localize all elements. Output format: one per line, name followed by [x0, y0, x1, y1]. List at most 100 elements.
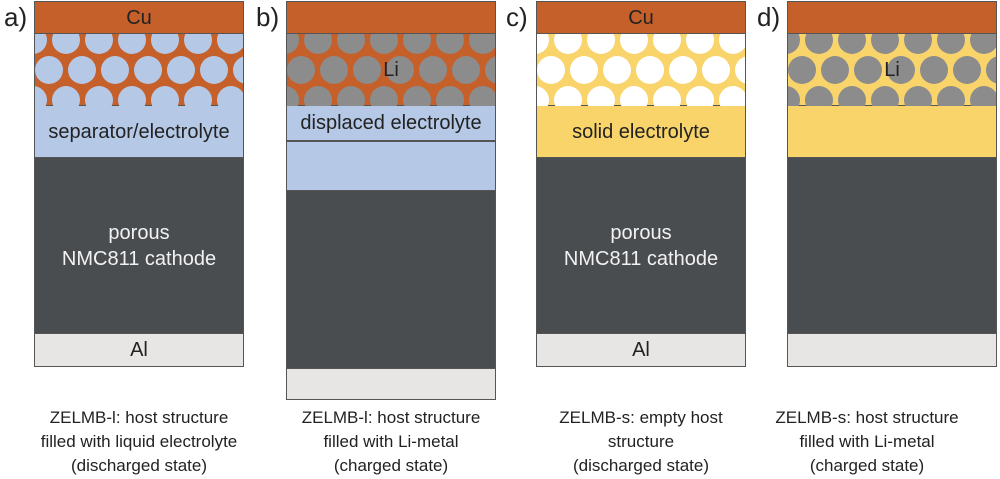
pore — [184, 34, 212, 54]
host-structure: Li — [286, 34, 496, 106]
cathode-layer: porous NMC811 cathode — [34, 158, 244, 334]
panel-b-letter: b) — [256, 2, 280, 32]
pore — [419, 56, 447, 84]
pore — [304, 34, 332, 54]
pore — [653, 86, 681, 106]
panel-c-letter: c) — [506, 2, 528, 32]
solid-electrolyte-layer — [787, 106, 997, 158]
pore — [554, 34, 582, 54]
pore — [452, 56, 480, 84]
host-label: Li — [383, 58, 399, 81]
pore — [68, 56, 96, 84]
pore — [719, 34, 745, 54]
pore — [669, 56, 697, 84]
pore — [217, 34, 243, 54]
al-current-collector — [787, 334, 997, 367]
pore — [838, 34, 866, 54]
caption-line: (charged state) — [333, 456, 449, 475]
pore — [871, 86, 899, 106]
pore — [686, 34, 714, 54]
pore — [287, 34, 299, 54]
electrolyte-label: solid electrolyte — [572, 120, 710, 143]
cu-current-collector — [286, 1, 496, 34]
cathode-layer: porous NMC811 cathode — [536, 158, 746, 334]
panel-a-caption: ZELMB-l: host structure filled with liqu… — [14, 406, 264, 478]
pore — [838, 86, 866, 106]
caption-line: ZELMB-l: host structure — [301, 408, 481, 427]
pore — [52, 34, 80, 54]
pore — [337, 86, 365, 106]
caption-line: (discharged state) — [572, 456, 710, 475]
pore — [587, 34, 615, 54]
pore — [537, 34, 549, 54]
caption-line: filled with liquid electrolyte — [40, 432, 238, 451]
pore — [353, 56, 381, 84]
pore — [788, 34, 800, 54]
caption-line: filled with Li-metal — [323, 432, 459, 451]
separator-electrolyte-layer: separator/electrolyte — [34, 106, 244, 158]
pore — [233, 56, 243, 84]
pore — [151, 34, 179, 54]
pore — [287, 86, 299, 106]
pore — [788, 56, 816, 84]
pore — [118, 86, 146, 106]
pore — [85, 86, 113, 106]
panel-b-caption: ZELMB-l: host structure filled with Li-m… — [266, 406, 516, 478]
pore — [854, 56, 882, 84]
pore — [370, 86, 398, 106]
al-label: Al — [130, 339, 148, 361]
pore — [337, 34, 365, 54]
pore-pattern — [788, 34, 996, 106]
host-structure — [34, 34, 244, 106]
cu-current-collector: Cu — [34, 1, 244, 34]
caption-line: (charged state) — [809, 456, 925, 475]
pore — [287, 56, 315, 84]
pore — [134, 56, 162, 84]
cu-label: Cu — [126, 6, 152, 29]
caption-line: structure — [607, 432, 675, 451]
pore — [735, 56, 745, 84]
pore — [887, 56, 915, 84]
electrolyte-label: separator/electrolyte — [48, 120, 230, 143]
host-structure — [536, 34, 746, 106]
pore — [469, 86, 495, 106]
pore — [636, 56, 664, 84]
electrolyte-layer — [286, 141, 496, 191]
pore — [101, 56, 129, 84]
displaced-electrolyte-layer: displaced electrolyte — [286, 106, 496, 141]
pore — [702, 56, 730, 84]
pore-pattern — [287, 34, 495, 106]
pore — [436, 34, 464, 54]
pore — [200, 56, 228, 84]
caption-line: (discharged state) — [70, 456, 208, 475]
al-current-collector: Al — [34, 334, 244, 367]
pore — [871, 34, 899, 54]
pore — [167, 56, 195, 84]
pore — [686, 86, 714, 106]
caption-line: ZELMB-s: host structure — [775, 408, 959, 427]
pore — [653, 34, 681, 54]
pore — [805, 86, 833, 106]
al-label: Al — [632, 339, 650, 361]
caption-line: ZELMB-l: host structure — [49, 408, 229, 427]
pore — [587, 86, 615, 106]
pore — [620, 86, 648, 106]
pore — [788, 86, 800, 106]
host-structure: Li — [787, 34, 997, 106]
pore — [217, 86, 243, 106]
pore — [35, 86, 47, 106]
pore — [986, 56, 996, 84]
pore — [537, 56, 565, 84]
pore — [970, 34, 996, 54]
caption-line: ZELMB-s: empty host — [559, 408, 723, 427]
pore-pattern — [35, 34, 243, 106]
pore — [403, 34, 431, 54]
pore — [570, 56, 598, 84]
cathode-label-line1: porous — [108, 221, 170, 244]
pore — [719, 86, 745, 106]
al-current-collector — [286, 369, 496, 400]
pore — [320, 56, 348, 84]
cu-current-collector — [787, 1, 997, 34]
pore — [403, 86, 431, 106]
pore — [35, 34, 47, 54]
